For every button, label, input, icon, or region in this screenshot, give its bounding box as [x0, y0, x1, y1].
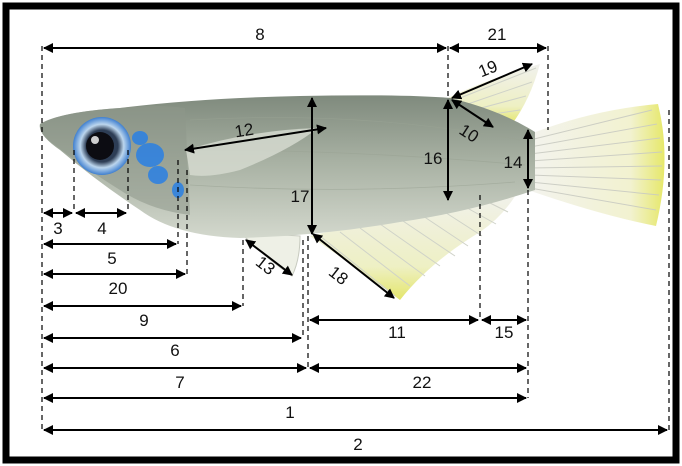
label-14: 14	[504, 153, 523, 172]
label-20: 20	[109, 279, 128, 298]
label-17: 17	[291, 187, 310, 206]
eye-highlight	[91, 136, 99, 144]
label-4: 4	[97, 219, 106, 238]
label-16: 16	[424, 149, 443, 168]
label-12: 12	[233, 120, 255, 142]
label-22: 22	[413, 373, 432, 392]
label-21: 21	[488, 25, 507, 44]
label-2: 2	[353, 435, 362, 454]
label-3: 3	[53, 219, 62, 238]
label-1: 1	[285, 403, 294, 422]
label-6: 6	[170, 341, 179, 360]
label-11: 11	[388, 323, 406, 342]
label-9: 9	[139, 311, 148, 330]
label-7: 7	[175, 373, 184, 392]
label-5: 5	[107, 249, 116, 268]
eye-pupil	[86, 132, 114, 160]
label-15: 15	[495, 323, 514, 342]
label-8: 8	[255, 25, 264, 44]
